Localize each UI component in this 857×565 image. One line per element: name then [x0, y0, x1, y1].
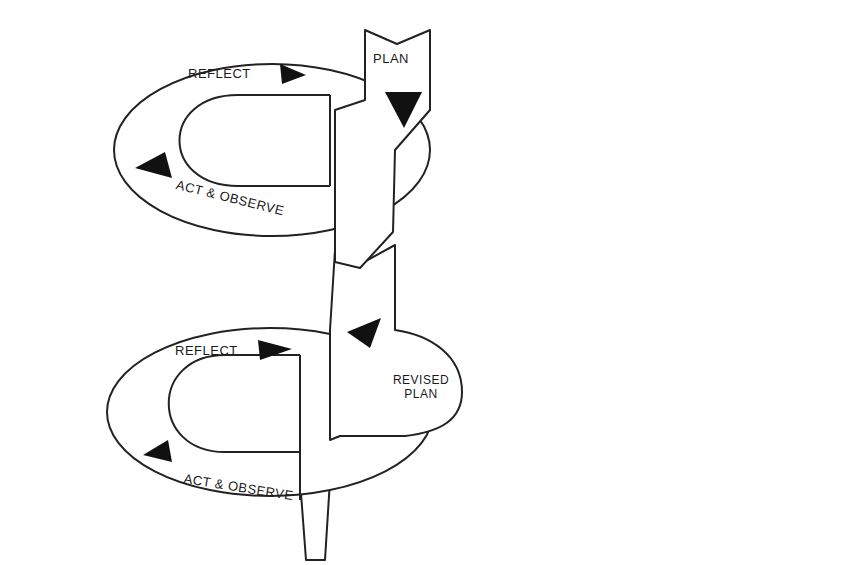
stage-label: PLAN	[373, 52, 409, 67]
flow-arrowhead	[143, 440, 172, 462]
upper-loop-inner	[180, 95, 331, 186]
stage-label: REFLECT	[188, 67, 251, 82]
flow-arrowhead	[135, 152, 172, 178]
stage-label: REVISED PLAN	[390, 374, 452, 402]
lower-band	[330, 245, 462, 440]
flow-arrowhead	[385, 92, 422, 128]
flow-arrowhead	[280, 64, 306, 84]
lower-loop-inner	[169, 355, 300, 452]
flow-arrowhead	[347, 318, 381, 348]
upper-loop-inner-edge	[329, 95, 331, 186]
upper-band	[335, 30, 430, 268]
stage-label: REFLECT	[175, 344, 238, 359]
flow-arrowhead	[258, 340, 292, 360]
lower-loop-inner-edge	[299, 355, 301, 500]
